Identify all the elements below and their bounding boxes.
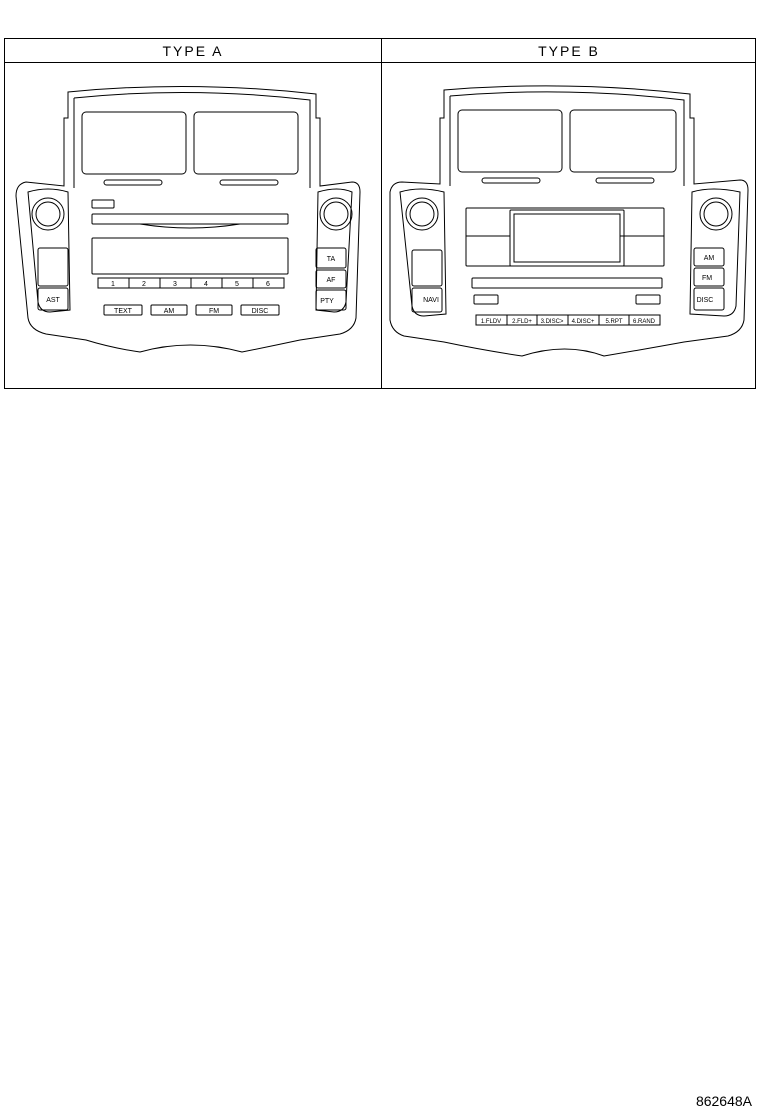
type-a-af-button[interactable] (315, 269, 347, 289)
type-b-left-vent (457, 109, 563, 173)
type-a-left-knob[interactable] (31, 197, 65, 231)
type-b-navi-label: NAVI (423, 297, 439, 304)
type-b-right-knob-inner (703, 201, 729, 227)
type-a-ta-label: TA (327, 256, 336, 263)
type-b-screen-surround (465, 207, 665, 267)
type-a-eject-button[interactable] (91, 199, 115, 209)
type-a-left-key-upper[interactable] (37, 247, 69, 287)
type-b-am-button[interactable] (693, 247, 725, 267)
type-a-af-label: AF (327, 277, 336, 284)
type-b-fm-button[interactable] (693, 267, 725, 287)
diagram-code: 862648A (695, 1093, 752, 1109)
type-b-right-small-button[interactable] (635, 294, 661, 305)
type-a-pty-label: PTY (320, 298, 334, 305)
type-a-right-knob-inner (323, 201, 349, 227)
type-a-left-vent (81, 111, 187, 175)
type-a-left-knob-inner (35, 201, 61, 227)
type-a-preset-label: 2 (142, 281, 146, 288)
type-a-bezel-outline (15, 85, 361, 353)
type-b-disc-label: DISC (697, 297, 714, 304)
type-b-panel: NAVI AM FM DISC 1.FLDV 2.FLD+ 3.DISC> 4.… (389, 85, 749, 357)
diagram-frame: TYPE A TYPE B (4, 38, 756, 389)
type-a-title: TYPE A (162, 43, 224, 59)
type-a-right-vent-slot (219, 179, 279, 186)
type-b-disc-button[interactable] (693, 287, 725, 311)
type-a-fm-label: FM (209, 308, 219, 315)
type-a-text-label: TEXT (114, 308, 133, 315)
type-b-right-vent-slot (595, 177, 655, 184)
type-b-left-side-panel (399, 188, 447, 317)
type-a-disc-button[interactable] (240, 304, 280, 316)
type-b-preset-label: 4.DISC+ (572, 319, 595, 325)
type-a-ta-button[interactable] (315, 247, 347, 269)
type-a-disc-label: DISC (252, 308, 269, 315)
type-b-preset-label: 3.DISC> (541, 319, 564, 325)
type-a-preset-label: 4 (204, 281, 208, 288)
type-b-screen-frame (509, 209, 625, 267)
type-b-preset-label: 5.RPT (605, 319, 622, 325)
type-b-left-knob-inner (409, 201, 435, 227)
type-a-text-button[interactable] (103, 304, 143, 316)
type-b-right-vent (569, 109, 677, 173)
type-b-preset-label: 1.FLDV (481, 319, 501, 325)
type-b-cd-slot (471, 277, 663, 289)
type-a-preset-label: 1 (111, 281, 115, 288)
type-a-pty-button[interactable] (315, 289, 347, 311)
type-b-preset-label: 6.RAND (633, 319, 656, 325)
type-a-slot-lip (139, 223, 241, 229)
type-a-preset-label: 6 (266, 281, 270, 288)
type-b-preset-label: 2.FLD+ (512, 319, 532, 325)
type-b-right-knob[interactable] (699, 197, 733, 231)
type-a-ast-button[interactable] (37, 287, 69, 311)
type-b-screen (513, 213, 621, 263)
type-b-left-key-upper[interactable] (411, 249, 443, 287)
type-b-left-knob[interactable] (405, 197, 439, 231)
type-b-bezel-inner-top (449, 91, 685, 120)
column-divider (381, 39, 382, 388)
type-b-fm-label: FM (702, 275, 712, 282)
type-b-left-small-button[interactable] (473, 294, 499, 305)
type-a-left-vent-slot (103, 179, 163, 186)
type-a-display (91, 237, 289, 275)
type-b-right-side-panel (689, 188, 741, 317)
type-a-am-label: AM (164, 308, 175, 315)
type-a-left-side-panel (27, 188, 71, 313)
type-a-ast-label: AST (46, 297, 60, 304)
type-b-bezel-outline (389, 85, 749, 357)
type-a-panel: 1 2 3 4 5 6 AST TA AF PTY TEXT AM FM DIS… (15, 85, 361, 353)
type-b-am-label: AM (704, 255, 715, 262)
type-b-title: TYPE B (538, 43, 600, 59)
type-b-left-vent-slot (481, 177, 541, 184)
panels-drawing: 1 2 3 4 5 6 AST TA AF PTY TEXT AM FM DIS… (15, 85, 749, 357)
type-b-navi-button[interactable] (411, 287, 443, 313)
type-a-preset-label: 5 (235, 281, 239, 288)
type-a-fm-button[interactable] (195, 304, 233, 316)
header-row (5, 39, 755, 63)
type-a-am-button[interactable] (150, 304, 188, 316)
type-a-right-knob[interactable] (319, 197, 353, 231)
type-a-bezel-inner-top (73, 91, 311, 120)
type-a-right-vent (193, 111, 299, 175)
type-a-preset-label: 3 (173, 281, 177, 288)
type-a-cd-slot (91, 213, 289, 225)
